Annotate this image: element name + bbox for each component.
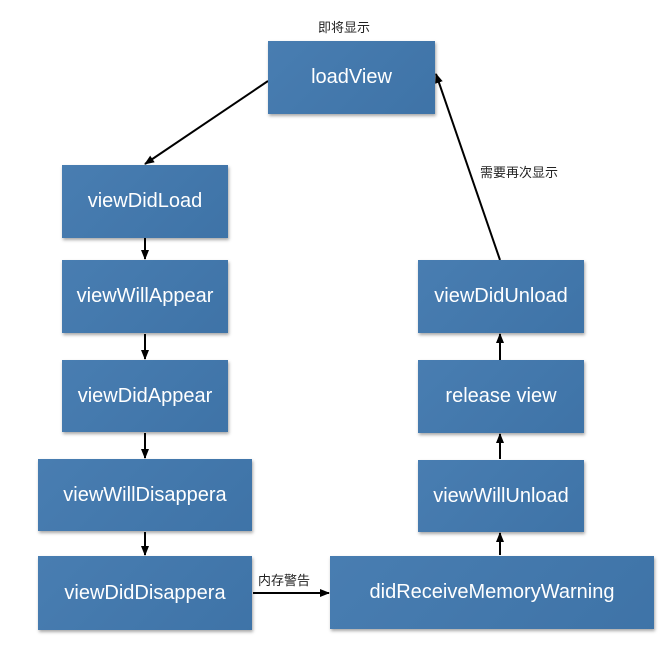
node-didreceivememorywarning: didReceiveMemoryWarning (330, 556, 654, 629)
node-releaseview: release view (418, 360, 584, 433)
node-viewwilldisappear: viewWillDisappera (38, 459, 252, 531)
label-memory-warning: 内存警告 (258, 574, 311, 589)
label-about-to-show: 即将显示 (318, 21, 371, 36)
node-viewdidappear: viewDidAppear (62, 360, 228, 432)
node-viewdidload: viewDidLoad (62, 165, 228, 238)
node-viewdiddisappear: viewDidDisappera (38, 556, 252, 630)
label-need-show-again: 需要再次显示 (480, 166, 559, 181)
node-viewwillunload: viewWillUnload (418, 460, 584, 532)
node-viewdidunload: viewDidUnload (418, 260, 584, 333)
arrow-loadview-to-viewdidload (144, 80, 269, 165)
node-loadview: loadView (268, 41, 435, 114)
arrow-viewdidunload-to-loadview (435, 73, 501, 261)
node-viewwillappear: viewWillAppear (62, 260, 228, 333)
